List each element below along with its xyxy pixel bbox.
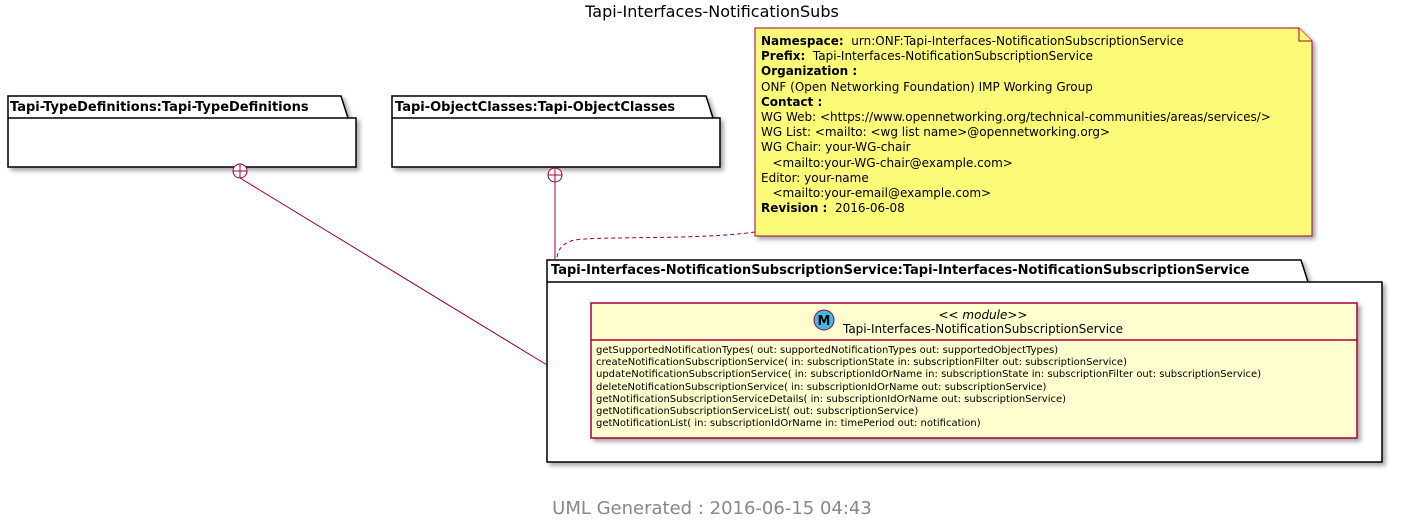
prefix-label: Prefix: [761,49,806,64]
module-badge-label: M [818,314,831,329]
note-connector [556,231,756,261]
module-metadata-note: Namespace: urn:ONF:Tapi-Interfaces-Notif… [761,34,1271,216]
module-class-shape [590,302,1358,439]
nest-circle-objectclasses [547,167,563,183]
package-objectclasses-shape [391,95,721,168]
package-typedefinitions-shape [7,95,357,168]
module-method: deleteNotificationSubscriptionService( i… [596,381,1047,393]
module-method: createNotificationSubscriptionService( i… [596,357,1127,369]
module-method: getNotificationList( in: subscriptionIdO… [596,418,981,430]
module-method: getNotificationSubscriptionServiceList( … [596,406,919,417]
wg-chair: WG Chair: your-WG-chair [761,140,911,155]
revision-value: 2016-06-08 [827,201,905,216]
module-method: updateNotificationSubscriptionService( i… [596,369,1262,381]
contact-label: Contact : [761,94,823,109]
module-name: Tapi-Interfaces-NotificationSubscription… [842,322,1124,336]
wg-chair-mail: <mailto:your-WG-chair@example.com> [761,155,1013,170]
package-typedefinitions-label: Tapi-TypeDefinitions:Tapi-TypeDefinition… [10,100,309,115]
nest-circle-typedefs [232,163,248,179]
namespace-value: urn:ONF:Tapi-Interfaces-NotificationSubs… [843,34,1184,48]
module-method: getSupportedNotificationTypes( out: supp… [596,345,1059,356]
namespace-label: Namespace: [761,34,844,48]
prefix-value: Tapi-Interfaces-NotificationSubscription… [805,49,1093,64]
relation-typedefs-line [239,177,548,366]
generated-footer: UML Generated : 2016-06-15 04:43 [552,498,872,519]
editor: Editor: your-name [761,170,869,185]
module-method: getNotificationSubscriptionServiceDetail… [596,393,1067,405]
package-objectclasses-label: Tapi-ObjectClasses:Tapi-ObjectClasses [395,100,676,115]
organization-value: ONF (Open Networking Foundation) IMP Wor… [761,79,1093,94]
editor-mail: <mailto:your-email@example.com> [761,186,992,201]
revision-label: Revision : [761,201,828,216]
package-service-label: Tapi-Interfaces-NotificationSubscription… [551,263,1250,278]
module-stereotype: << module>> [938,308,1028,322]
organization-label: Organization : [761,64,858,79]
module-badge-icon: M [813,309,835,331]
module-class-header: << module>> Tapi-Interfaces-Notification… [838,308,1128,336]
note-shape [754,27,1313,237]
wg-web: WG Web: <https://www.opennetworking.org/… [761,110,1271,125]
diagram-title: Tapi-Interfaces-NotificationSubs [585,2,839,21]
wg-list: WG List: <mailto: <wg list name>@opennet… [761,125,1111,140]
